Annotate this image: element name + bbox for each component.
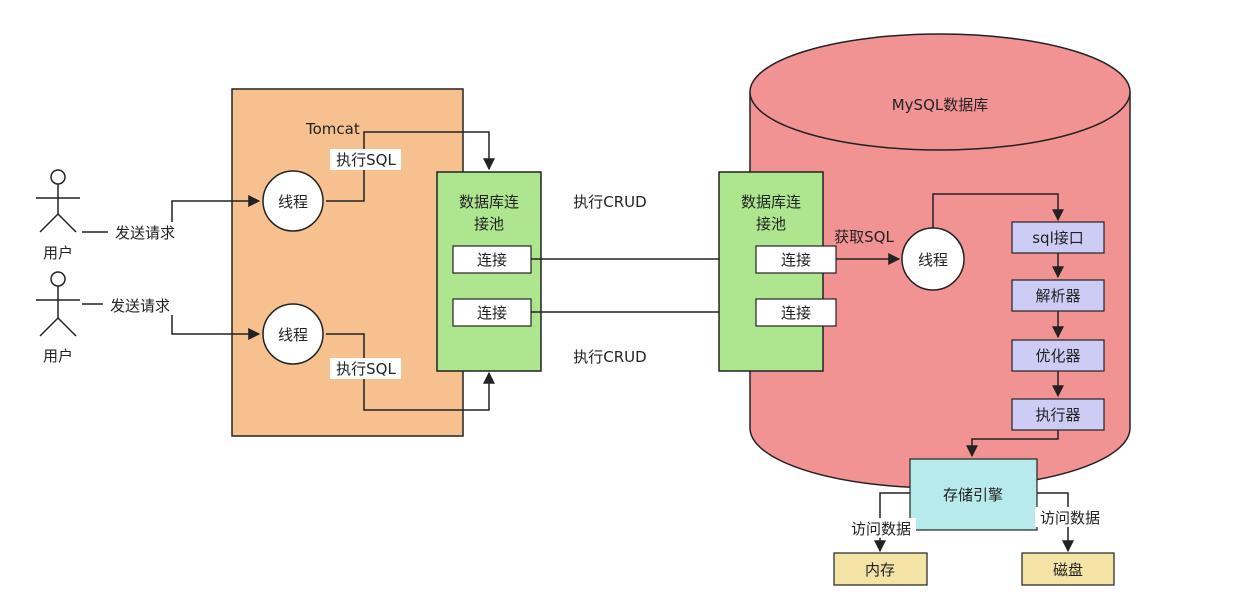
executor-to-engine-arrow	[966, 430, 1059, 458]
label-bg	[330, 358, 401, 379]
pipeline-label: 执行器	[1035, 406, 1080, 424]
label-bg	[846, 518, 916, 538]
connection-label: 连接	[781, 251, 811, 269]
memory-label: 内存	[865, 561, 895, 579]
storage-engine-label: 存储引擎	[943, 486, 1003, 504]
send-request-label: 发送请求	[115, 224, 175, 242]
pipeline-label: 解析器	[1035, 287, 1080, 305]
mysql-database-cylinder	[749, 33, 1131, 489]
thread-label: 线程	[918, 251, 948, 269]
user-label: 用户	[43, 244, 73, 262]
thread-label: 线程	[278, 193, 308, 211]
label-bg	[330, 149, 401, 170]
label-bg	[103, 295, 177, 315]
crud-label: 执行CRUD	[573, 348, 646, 366]
pool-title-line2: 接池	[474, 215, 504, 233]
parser-box	[1011, 279, 1105, 312]
access-disk-arrow	[1037, 492, 1074, 553]
exec-sql-arrow	[326, 333, 495, 411]
tomcat-container	[231, 88, 464, 437]
executor-box	[1011, 398, 1105, 431]
connection-box	[452, 298, 532, 327]
access-data-label: 访问数据	[1040, 509, 1100, 527]
user-icon	[36, 271, 80, 337]
fetch-sql-label: 获取SQL	[834, 228, 894, 246]
mysql-title: MySQL数据库	[892, 96, 989, 114]
sql-interface-box	[1011, 221, 1105, 254]
connection-label: 连接	[781, 304, 811, 322]
pipeline-label: 优化器	[1035, 347, 1080, 365]
exec-sql-arrow	[326, 131, 495, 202]
thread-label: 线程	[278, 326, 308, 344]
user-label: 用户	[43, 347, 73, 365]
connection-box	[755, 245, 837, 274]
tomcat-thread	[262, 170, 324, 232]
storage-engine-box	[909, 458, 1038, 531]
pool-title-line2: 接池	[756, 215, 786, 233]
optimizer-box	[1011, 339, 1105, 372]
connection-box	[452, 245, 532, 274]
label-bg	[1035, 507, 1105, 527]
crud-label: 执行CRUD	[573, 193, 646, 211]
exec-sql-label: 执行SQL	[336, 151, 396, 169]
user-icon	[36, 169, 80, 233]
pool-title-line1: 数据库连	[741, 193, 801, 211]
send-request-label: 发送请求	[110, 297, 170, 315]
exec-sql-label: 执行SQL	[336, 360, 396, 378]
connection-label: 连接	[477, 304, 507, 322]
tomcat-title: Tomcat	[305, 120, 360, 138]
label-bg	[108, 222, 182, 242]
connection-box	[755, 298, 837, 327]
pipeline-label: sql接口	[1032, 229, 1084, 247]
disk-label: 磁盘	[1053, 561, 1083, 579]
memory-box	[833, 552, 928, 586]
connection-label: 连接	[477, 251, 507, 269]
thread-to-sql-interface-arrow	[932, 193, 1064, 228]
disk-box	[1021, 552, 1115, 586]
access-data-label: 访问数据	[851, 520, 911, 538]
tomcat-thread	[262, 303, 324, 365]
pool-title-line1: 数据库连	[459, 193, 519, 211]
